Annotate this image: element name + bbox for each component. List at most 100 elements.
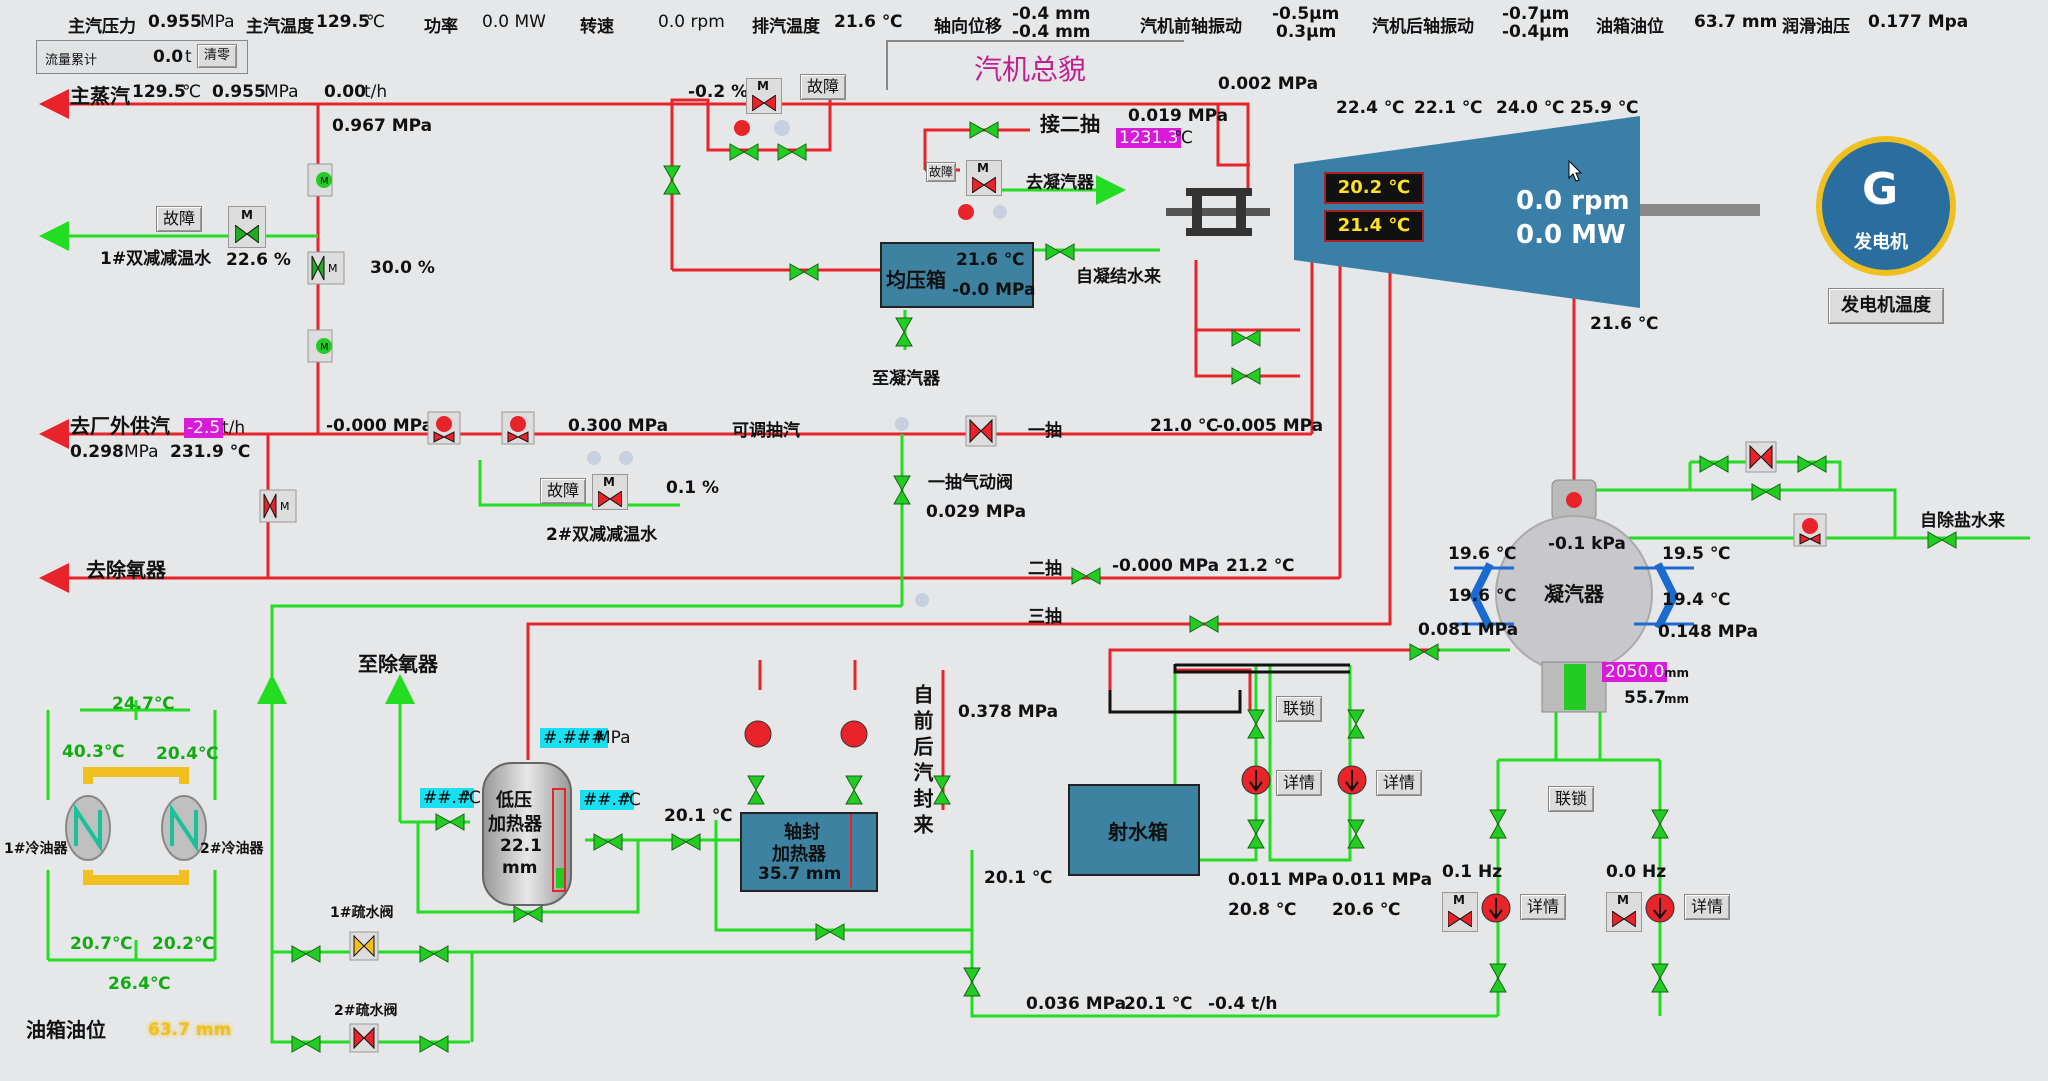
first-ext-label: 一抽 [1028,421,1062,441]
external-p3: 0.300 MPa [568,416,669,436]
second-ext-top-pressure: 0.019 MPa [1128,106,1229,126]
condensate-pump-2-detail-button[interactable]: 详情 [1684,894,1731,920]
desuper2-indicators [587,451,633,465]
desuper2-label: 2#双减减温水 [546,525,658,545]
top-valve-indicators [734,120,790,136]
gland-heater-temp: 20.1 ℃ [664,806,733,826]
demin-valve-1[interactable] [1744,440,1778,474]
external-steam-label: 去厂外供汽 [70,414,170,438]
main-steam-flow: 0.00 [324,82,366,102]
gland-heater-level: 35.7 mm [758,864,842,884]
condensate-pump-2-hz: 0.0 Hz [1606,862,1667,882]
turbine-rpm: 0.0 rpm [1516,186,1630,216]
desuper2-fault-button[interactable]: 故障 [540,478,587,504]
turbine-display-1: 20.2 ℃ [1324,172,1424,204]
condenser-level-1: 2050.0 [1602,662,1668,682]
condensate-valve-2[interactable]: M [1606,892,1642,932]
lp-heater-temp-left-unit: ℃ [462,788,482,808]
drain-valve-2[interactable] [348,1022,380,1054]
jet-pump-2-detail-button[interactable]: 详情 [1376,770,1423,796]
main-branch-valve-1[interactable]: M [306,162,334,198]
balance-tank-pressure: -0.0 MPa [952,280,1036,300]
turbine[interactable] [1294,112,1644,308]
lp-heater-gauge [552,788,566,892]
to-condenser-fault-button[interactable]: 故障 [926,162,957,182]
external-valve-2[interactable] [500,410,536,446]
lube-label: 润滑油压 [1782,17,1850,37]
second-ext-temp: 21.2 ℃ [1226,556,1295,576]
lp-heater-level-unit: mm [502,858,538,878]
lp-heater-pressure-unit: MPa [596,728,631,748]
lp-heater-temp-left: ##.# [420,788,475,808]
oil-temp-right: 20.4℃ [156,744,219,764]
desuper1-fault-button[interactable]: 故障 [156,206,203,232]
demin-valve-2[interactable] [1792,512,1828,548]
gland-heater[interactable]: 轴封 加热器 35.7 mm [740,812,878,892]
main-branch-valve-2[interactable]: M [306,250,346,286]
deaerator-branch-valve[interactable]: M [258,488,298,524]
rear-vib-value-2: -0.4μm [1502,22,1570,42]
oil-tank-level-value: 63.7 mm [148,1020,232,1040]
oil-level-value: 63.7 mm [1694,12,1778,32]
balance-tank[interactable]: 均压箱 21.6 ℃ -0.0 MPa [880,242,1036,308]
jet-pump-1-detail-button[interactable]: 详情 [1276,770,1323,796]
second-ext-pressure: -0.000 MPa [1112,556,1220,576]
power-value: 0.0 MW [482,12,546,32]
drain-valve-1[interactable] [348,930,380,962]
external-steam-flow: -2.5 [184,418,224,438]
axial-value-1: -0.4 mm [1012,4,1091,24]
axial-label: 轴向位移 [934,17,1002,37]
generator[interactable]: G 发电机 [1816,136,1956,276]
jet-pump-1[interactable] [1240,764,1276,800]
condensate-pump-1[interactable] [1480,892,1516,928]
rear-vib-value-1: -0.7μm [1502,4,1570,24]
m-icon: M [1453,893,1465,907]
external-steam-pressure-unit: MPa [124,442,159,462]
external-steam-pressure: 0.298 [70,442,124,462]
main-pressure-label: 主汽压力 [68,17,136,37]
front-vib-value-1: -0.5μm [1272,4,1340,24]
flow-total-label: 流量累计 [45,53,98,68]
top-valve[interactable]: M [746,78,782,114]
oil-temp-bottom: 26.4℃ [108,974,171,994]
condenser-level-2-unit: mm [1664,692,1690,706]
generator-inner [1822,142,1950,270]
external-valve-1[interactable] [426,410,462,446]
desuper2-valve[interactable]: M [592,474,628,510]
condensate-lock-button[interactable]: 联锁 [1548,786,1595,812]
valve-icon [598,491,622,507]
jet-tank[interactable]: 射水箱 [1068,784,1200,876]
first-ext-valve[interactable] [964,414,998,448]
oil-cooler-1-label: 1#冷油器 [4,841,68,857]
main-steam-label: 主蒸汽 [70,84,130,108]
main-pressure-unit: MPa [200,12,235,32]
condensate-pump-1-detail-button[interactable]: 详情 [1520,894,1567,920]
valve-icon [1612,911,1636,927]
main-temp-value: 129.5 [316,12,370,32]
second-ext-top-temp-unit: ℃ [1174,128,1194,148]
second-ext-top-temp: 1231.3 [1116,128,1182,148]
lp-heater-temp-right: ##.# [580,790,635,810]
turbine-temp-2: 22.1 ℃ [1414,98,1483,118]
condensate-valve-1[interactable]: M [1442,892,1478,932]
clear-button[interactable]: 清零 [197,44,238,68]
turbine-mw: 0.0 MW [1516,220,1626,250]
front-vib-value-2: 0.3μm [1276,22,1337,42]
condensate-pump-2[interactable] [1644,892,1680,928]
condenser[interactable] [1454,476,1694,716]
jet-pump-2[interactable] [1336,764,1372,800]
title-frame [886,40,1184,90]
generator-label: 发电机 [1854,232,1908,253]
lp-heater[interactable]: 低压 加热器 22.1 mm [482,762,572,906]
desuper1-valve[interactable]: M [228,206,266,248]
to-condenser-valve[interactable]: M [966,160,1002,196]
main-branch-valve-3[interactable]: M [306,328,334,364]
exhaust-temp-value: 21.6 ℃ [834,12,903,32]
valve-icon [235,225,259,243]
speed-value: 0.0 rpm [658,12,725,32]
jet-tank-lock-button[interactable]: 联锁 [1276,696,1323,722]
jet-pump-2-temp: 20.6 ℃ [1332,900,1401,920]
external-steam-temp: 231.9 ℃ [170,442,251,462]
top-valve-fault-button[interactable]: 故障 [800,74,847,100]
generator-temp-button[interactable]: 发电机温度 [1828,288,1944,324]
